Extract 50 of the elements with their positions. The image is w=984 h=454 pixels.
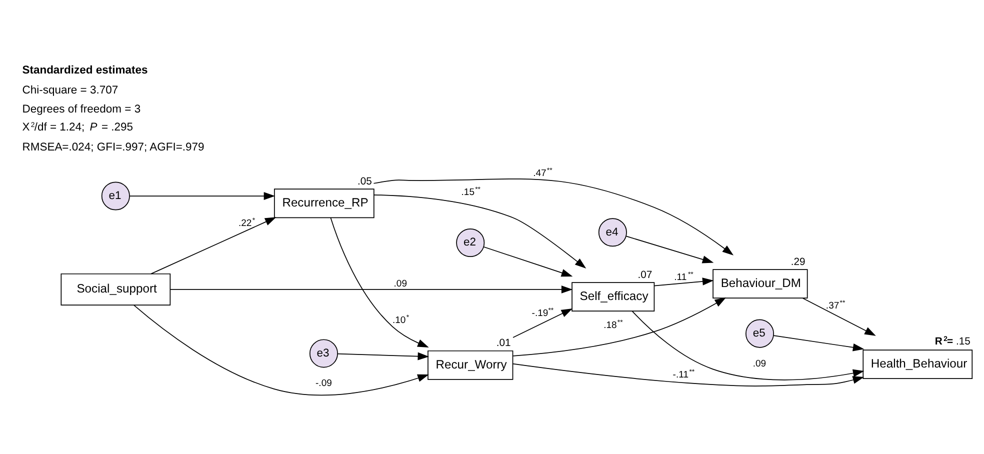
label: RMSEA=.024; GFI=.997; AGFI=.979 — [22, 142, 204, 154]
node-circle: e1 — [101, 182, 130, 210]
arrow — [373, 194, 586, 269]
node-box: Health_Behaviour — [862, 350, 973, 379]
label: Standardized estimates — [22, 64, 148, 77]
arrow — [337, 352, 430, 360]
node-box: Behaviour_DM — [712, 269, 808, 299]
edge-label: .09 — [752, 358, 766, 370]
node-box: Recurrence_RP — [274, 188, 374, 218]
node-label: .29 — [790, 256, 806, 268]
arrow — [483, 246, 573, 277]
label: X$^{2}$/df = 1.24; P = .295 — [22, 122, 134, 134]
arrow — [512, 298, 726, 356]
arrow — [632, 310, 864, 380]
edge-label: -.19$^{**}$ — [532, 308, 554, 320]
edge-label: -.11$^{**}$ — [672, 369, 695, 381]
arrow — [773, 335, 864, 352]
arrow — [654, 278, 714, 286]
arrow — [129, 192, 276, 200]
arrow — [170, 286, 573, 294]
node-label: .05 — [357, 176, 372, 188]
node-circle: e5 — [745, 319, 774, 348]
node-box: Recur_Worry — [428, 350, 514, 380]
edge-label: .10$^{*}$ — [392, 314, 410, 326]
node-circle: e4 — [598, 218, 627, 247]
edge-label: .15$^{**}$ — [461, 186, 481, 198]
arrow — [802, 298, 876, 336]
label: Chi-square = 3.707 — [22, 84, 118, 96]
node-label: R$^{2}$= .15 — [934, 336, 970, 348]
edge-label: .22$^{*}$ — [238, 218, 256, 230]
edge-label: .47$^{**}$ — [533, 167, 552, 179]
edge-label: .37$^{**}$ — [826, 300, 846, 312]
edge-label: -.09 — [316, 378, 332, 390]
node-circle: e3 — [309, 339, 338, 368]
node-label: .01 — [496, 338, 511, 350]
node-box: Self_efficacy — [572, 282, 655, 312]
label: Degrees of freedom = 3 — [22, 103, 141, 116]
arrow — [512, 363, 864, 386]
node-circle: e2 — [456, 228, 485, 257]
edge-label: .18$^{**}$ — [604, 320, 623, 332]
edge-label: .11$^{**}$ — [674, 271, 694, 283]
arrow — [330, 217, 429, 348]
arrow — [626, 236, 714, 264]
arrow — [373, 178, 734, 256]
edge-label: .09 — [394, 278, 408, 290]
arrow — [150, 217, 276, 274]
node-label: .07 — [638, 270, 652, 281]
arrow — [512, 308, 573, 338]
node-box: Social_support — [60, 273, 171, 306]
arrow — [133, 304, 429, 396]
